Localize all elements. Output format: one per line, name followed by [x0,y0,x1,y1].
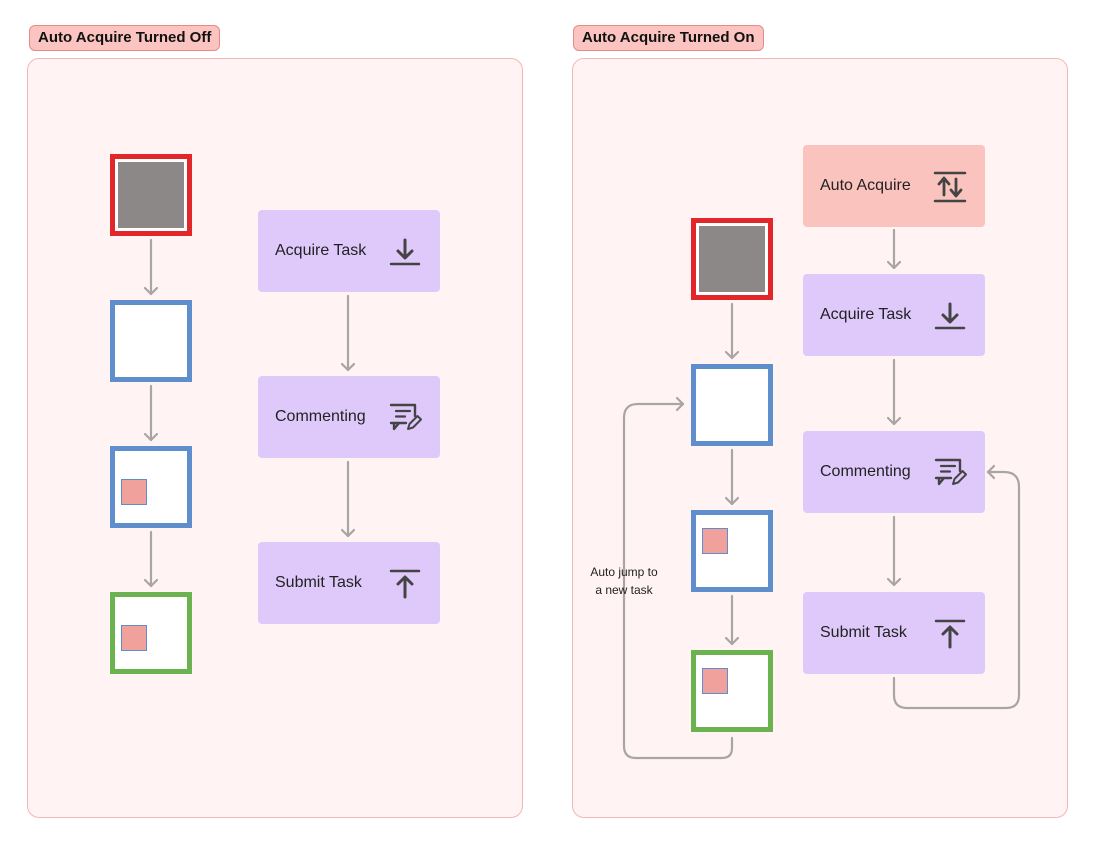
step-label: Submit Task [275,574,362,591]
commented-task-box [110,446,192,528]
auto-jump-note-line2: a new task [595,583,653,597]
step-label: Acquire Task [820,306,912,323]
upload-icon [934,619,966,649]
step-label: Commenting [275,408,366,425]
unassigned-task-box [110,154,192,236]
swap-vertical-icon [933,171,967,203]
task-placeholder [699,226,765,292]
step-label: Submit Task [820,624,907,641]
panel-title-off: Auto Acquire Turned Off [29,25,221,51]
submit-to-commenting-loop-arrow [892,472,1021,710]
comment-marker [702,668,728,694]
panel-title-on: Auto Acquire Turned On [573,25,764,51]
upload-icon [389,569,421,599]
comment-marker [121,479,147,505]
auto-jump-note-line1: Auto jump to [590,565,658,579]
comment-edit-icon [389,403,422,431]
task-placeholder [118,162,184,228]
step-submit-task: Submit Task [803,592,985,674]
step-label: Auto Acquire [820,177,911,194]
commented-task-box [691,510,773,592]
comment-marker [121,625,147,651]
auto-jump-note: Auto jump to a new task [574,563,674,599]
submitted-task-box [110,592,192,674]
unassigned-task-box [691,218,773,300]
acquired-task-box [691,364,773,446]
step-acquire-task: Acquire Task [803,274,985,356]
step-commenting: Commenting [258,376,440,458]
acquired-task-box [110,300,192,382]
auto-jump-loop-arrow [622,404,734,760]
submitted-task-box [691,650,773,732]
comment-edit-icon [934,458,967,486]
comment-marker [702,528,728,554]
download-icon [389,238,421,266]
step-acquire-task: Acquire Task [258,210,440,292]
step-commenting: Commenting [803,431,985,513]
step-label: Commenting [820,463,911,480]
step-label: Acquire Task [275,242,367,259]
step-auto-acquire: Auto Acquire [803,145,985,227]
download-icon [934,302,966,330]
step-submit-task: Submit Task [258,542,440,624]
